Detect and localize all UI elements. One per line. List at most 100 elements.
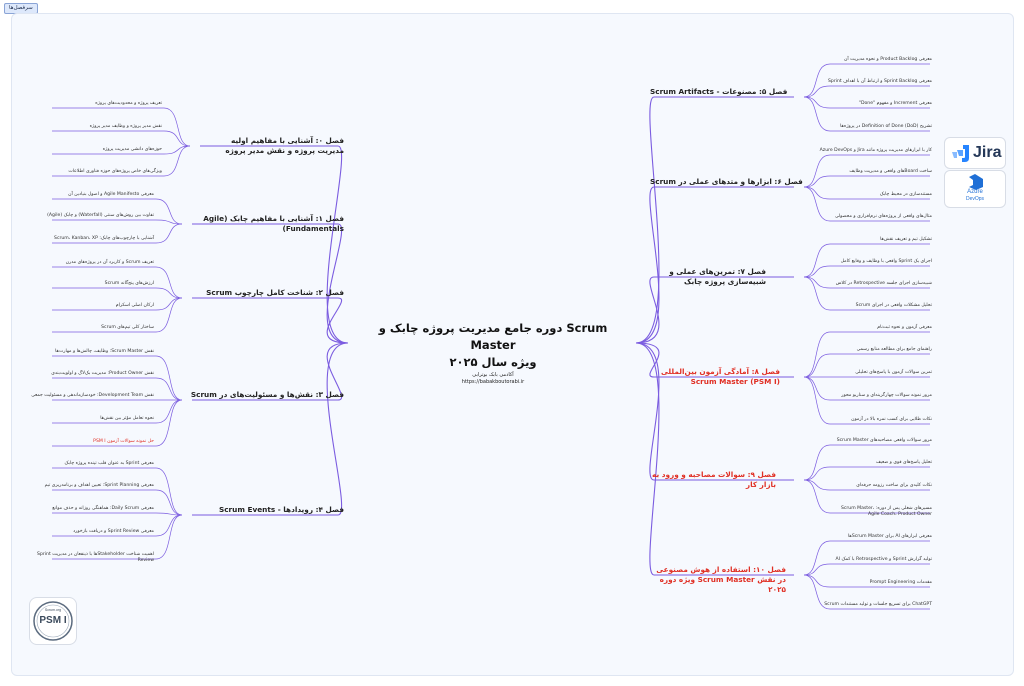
topic-right-0[interactable]: فصل ۵: مصنوعات - Scrum Artifacts (650, 87, 788, 96)
subtopic-left-4-2[interactable]: معرفی Daily Scrum: هماهنگی روزانه و حذف … (52, 506, 154, 511)
subtopic-right-5-3[interactable]: ChatGPT برای تسریع جلسات و تولید مستندات… (824, 602, 932, 607)
connector-line (155, 377, 183, 401)
topic-left-0[interactable]: فصل ۰: آشنایی با مفاهیم اولیه مدیریت پرو… (225, 136, 344, 155)
azure-devops-icon (969, 174, 983, 190)
subtopic-left-1-1[interactable]: تفاوت بین روش‌های سنتی (Waterfall) و چاب… (47, 213, 154, 218)
subtopic-left-2-2[interactable]: ارکان اصلی اسکرام (115, 303, 154, 308)
topic-left-3[interactable]: فصل ۳: نقش‌ها و مسئولیت‌های در Scrum (190, 390, 344, 399)
subtopic-left-1-2[interactable]: آشنایی با چارچوب‌های چابک: Scrum، Kanban… (54, 236, 154, 241)
subtopic-left-3-1[interactable]: نقش Product Owner: مدیریت بک‌لاگ و اولوی… (51, 371, 154, 376)
subtopic-left-4-4[interactable]: اهمیت شناخت Stakeholderها با ذینفعان در … (37, 552, 154, 563)
subtopic-right-1-1[interactable]: ساخت Boardهای واقعی و مدیریت وظایف (849, 169, 932, 174)
topic-right-5[interactable]: فصل ۱۰: استفاده از هوش مصنوعی در نقش Scr… (656, 565, 786, 594)
connector-line (155, 467, 183, 516)
connector-line (163, 145, 191, 177)
jira-wordmark: Jira (973, 144, 1002, 161)
connector-line (155, 399, 183, 447)
subtopic-right-3-4[interactable]: نکات طلایی برای کسب نمره بالا در آزمون (851, 417, 932, 422)
azure-devops-logo: Azure DevOps (944, 170, 1006, 208)
connector-line (803, 85, 831, 98)
subtopic-left-3-0[interactable]: نقش Scrum Master: وظایف، چالش‌ها و مهارت… (55, 349, 154, 354)
connector-line (803, 376, 831, 425)
subtopic-left-3-4[interactable]: حل نمونه سوالات آزمون PSM I (93, 439, 154, 444)
subtopic-left-4-3[interactable]: معرفی Sprint Review و دریافت بازخورد (73, 529, 154, 534)
subtopic-right-4-2[interactable]: نکات کلیدی برای ساخت رزومه حرفه‌ای (856, 483, 932, 488)
topic-left-1[interactable]: فصل ۱: آشنایی با مفاهیم چابک (Agile Fund… (203, 214, 344, 233)
jira-logo: Jira (944, 137, 1006, 169)
academy-url[interactable]: https://babakboutorabi.ir (461, 379, 525, 385)
connector-line (635, 342, 660, 576)
subtopic-right-4-1[interactable]: تحلیل پاسخ‌های قوی و ضعیف (875, 460, 932, 465)
subtopic-right-5-0[interactable]: معرفی ابزارهای AI برای Scrum Master‌ها (848, 534, 932, 539)
subtopic-left-3-2[interactable]: نقش Development Team: خودسازماندهی و مسئ… (31, 393, 154, 398)
connector-line (803, 574, 831, 610)
subtopic-left-1-0[interactable]: معرفی Agile Manifesto و اصول بنیادین آن (68, 192, 154, 197)
subtopic-right-3-0[interactable]: معرفی آزمون و نحوه ثبت‌نام (877, 325, 932, 330)
subtopic-left-0-2[interactable]: حوزه‌های دانشی مدیریت پروژه (102, 147, 162, 152)
connector-line (155, 297, 183, 311)
subtopic-right-4-0[interactable]: مرور سوالات واقعی مصاحبه‌های Scrum Maste… (836, 438, 932, 443)
topic-right-4[interactable]: فصل ۹: سوالات مصاحبه و ورود به بازار کار (652, 470, 776, 489)
connector-line (803, 574, 831, 588)
connector-line (803, 186, 831, 200)
connector-line (326, 223, 349, 344)
connector-line (163, 107, 191, 147)
psm-big-text: PSM I (39, 615, 67, 626)
subtopic-left-2-1[interactable]: ارزش‌های پنج‌گانه Scrum (104, 281, 154, 286)
subtopic-left-2-0[interactable]: تعریف Scrum و کاربرد آن در پروژه‌های مدر… (65, 260, 154, 265)
subtopic-left-0-1[interactable]: نقش مدیر پروژه و وظایف مدیر پروژه (89, 124, 162, 129)
subtopic-right-3-2[interactable]: تمرین سوالات آزمون با پاسخ‌های تحلیلی (855, 370, 932, 375)
psm-badge-icon (33, 601, 73, 641)
mindmap-canvas (11, 13, 1014, 676)
connector-line (326, 297, 349, 344)
topic-left-4[interactable]: فصل ۴: رویدادها - Scrum Events (218, 505, 344, 514)
subtopic-left-0-3[interactable]: ویژگی‌های خاص پروژه‌های حوزه فناوری اطلا… (68, 169, 162, 174)
topic-left-2[interactable]: فصل ۲: شناخت کامل چارچوب Scrum (206, 288, 344, 297)
subtopic-right-5-1[interactable]: تولید گزارش Sprint و Retrospective با کم… (835, 557, 932, 562)
connector-line (155, 198, 183, 225)
connector-line (803, 154, 831, 188)
subtopic-right-3-3[interactable]: مرور نمونه سوالات چهارگزینه‌ای و سناریو … (841, 393, 932, 398)
subtopic-right-0-0[interactable]: معرفی Product Backlog و نحوه مدیریت آن (844, 57, 932, 62)
connector-line (803, 331, 831, 378)
subtopic-right-4-3[interactable]: مسیرهای شغلی پس از دوره: Scrum Master، A… (840, 506, 932, 517)
topic-right-2[interactable]: فصل ۷: تمرین‌های عملی و شبیه‌سازی پروژه … (669, 267, 766, 286)
subtopic-right-3-1[interactable]: راهنمای جامع برای مطالعه منابع رسمی (856, 347, 932, 352)
subtopic-left-4-1[interactable]: معرفی Sprint Planning: تعیین اهداف و برن… (44, 483, 154, 488)
connector-line (803, 63, 831, 98)
subtopic-right-0-3[interactable]: تشریح Definition of Done (DoD) در پروژه‌… (840, 124, 932, 129)
subtopic-left-3-3[interactable]: نحوه تعامل مؤثر بین نقش‌ها (100, 416, 154, 421)
connector-line (163, 130, 191, 147)
subtopic-right-1-3[interactable]: مثال‌های واقعی از پروژه‌های نرم‌افزاری و… (834, 214, 932, 219)
jira-icon (952, 145, 969, 162)
connector-line (635, 186, 660, 344)
subtopic-right-5-2[interactable]: مقدمات Prompt Engineering (869, 580, 932, 585)
subtopic-left-4-0[interactable]: معرفی Sprint به عنوان قلب تپنده پروژه چا… (64, 461, 154, 466)
connector-line (803, 479, 831, 514)
connector-line (155, 223, 183, 244)
topic-right-3[interactable]: فصل ۸: آمادگی آزمون بین‌المللی Scrum Mas… (661, 367, 780, 386)
subtopic-right-2-1[interactable]: اجرای یک Sprint واقعی با وظایف و وقایع ک… (840, 259, 932, 264)
subtopic-right-0-1[interactable]: معرفی Sprint Backlog و ارتباط آن با اهدا… (827, 79, 932, 84)
connector-line (803, 444, 831, 481)
subtopic-right-2-0[interactable]: تشکیل تیم و تعریف نقش‌ها (880, 237, 932, 242)
connector-line (155, 355, 183, 401)
subtopic-right-1-0[interactable]: کار با ابزارهای مدیریت پروژه مانند Jira … (819, 148, 932, 153)
connector-line (803, 265, 831, 278)
connector-line (155, 512, 183, 516)
subtopic-right-0-2[interactable]: معرفی Increment و مفهوم "Done" (858, 101, 932, 106)
subtopic-left-2-3[interactable]: ساختار کلی تیم‌های Scrum (101, 325, 154, 330)
central-topic[interactable]: دوره جامع مدیریت پروژه چابک و Scrum Mast… (362, 320, 624, 371)
connector-line (803, 353, 831, 378)
subtopic-left-0-0[interactable]: تعریف پروژه و محدودیت‌های پروژه (95, 101, 162, 106)
connector-line (803, 175, 831, 188)
topic-right-1[interactable]: فصل ۶: ابزارها و متدهای عملی در Scrum (650, 177, 803, 186)
connector-line (155, 399, 183, 424)
subtopic-right-2-2[interactable]: شبیه‌سازی اجرای جلسه Retrospective در کل… (835, 281, 932, 286)
subtopic-right-2-3[interactable]: تحلیل مشکلات واقعی در اجرای Scrum (855, 303, 932, 308)
subtopic-right-1-2[interactable]: مستندسازی در محیط چابک (879, 192, 932, 197)
central-title-line1: دوره جامع مدیریت پروژه چابک و Scrum Mast… (378, 321, 608, 352)
connector-line (155, 287, 183, 299)
connector-line (803, 243, 831, 278)
connector-line (803, 186, 831, 222)
